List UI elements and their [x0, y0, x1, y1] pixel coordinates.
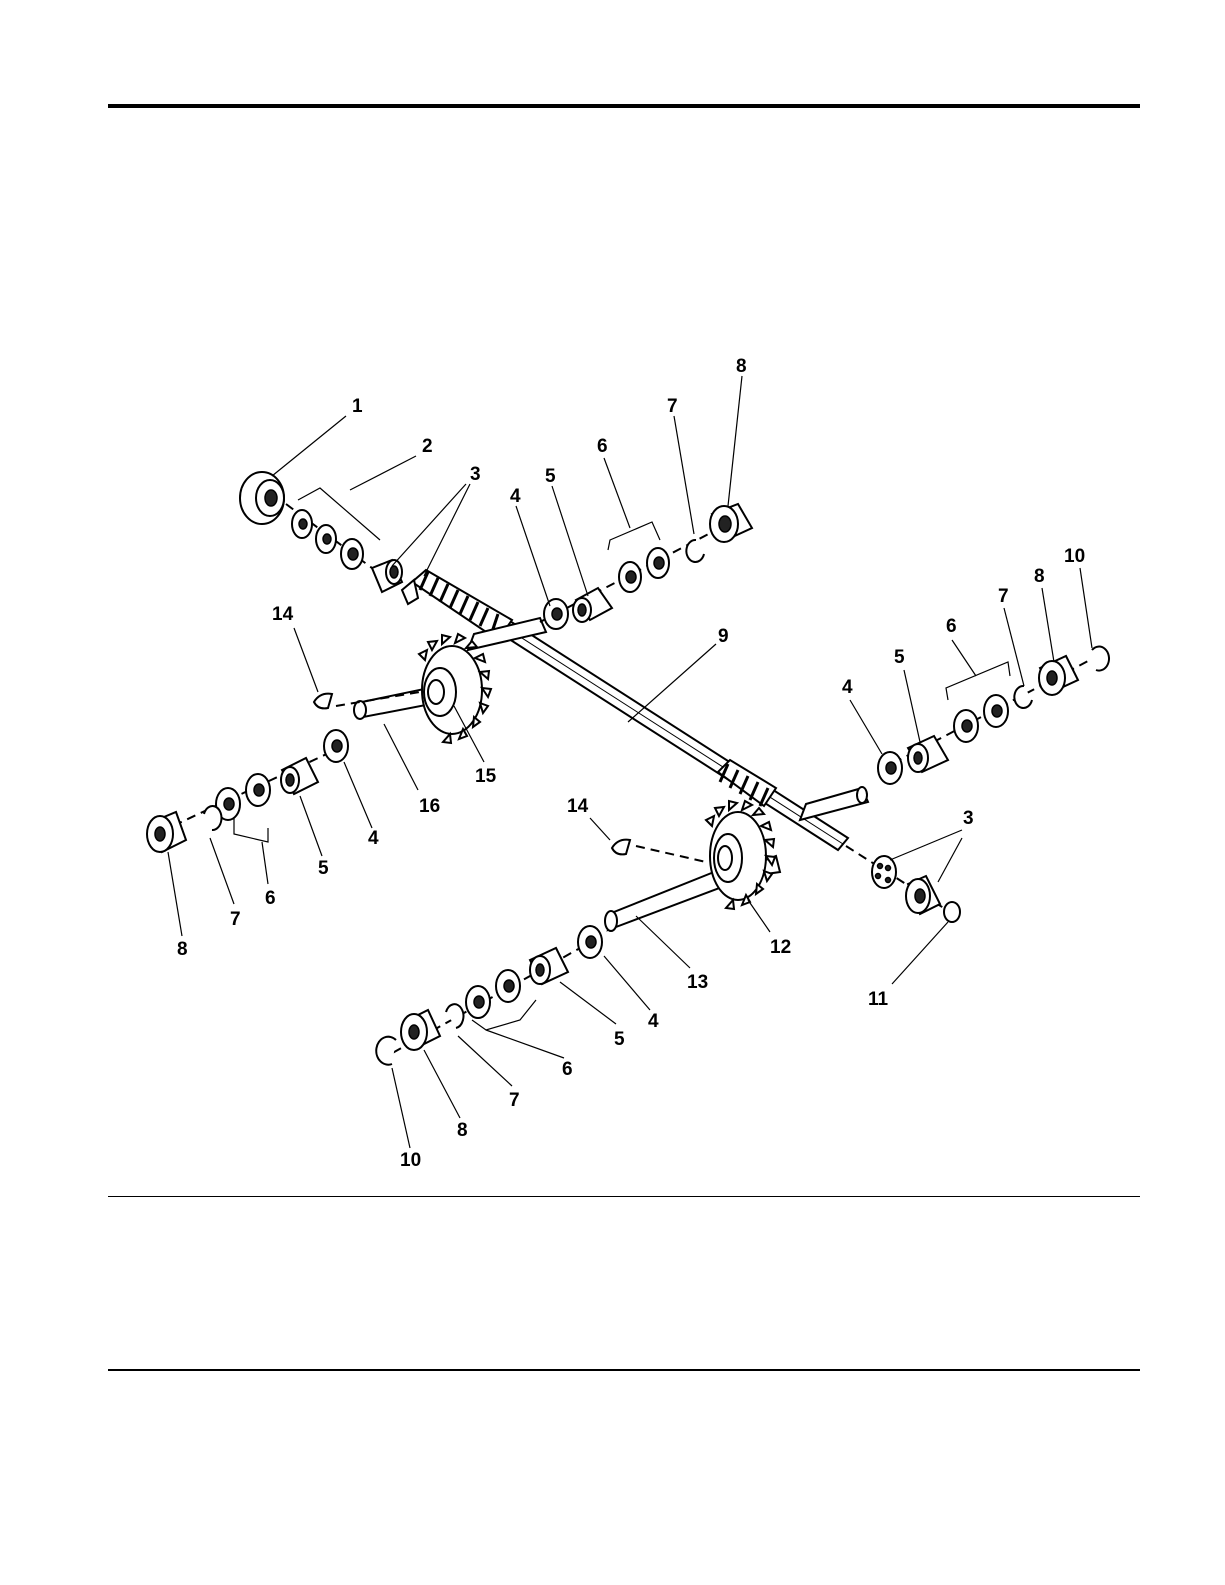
washer-4-left: [324, 730, 348, 762]
callout-12: 12: [770, 937, 791, 958]
bushing-5-upper: [573, 588, 612, 622]
washer-set-6-bottom: [466, 970, 520, 1018]
callout-1: 1: [352, 396, 363, 417]
woodruff-key-14-lower: [612, 840, 630, 855]
callout-10-bottom: 10: [400, 1150, 421, 1171]
callout-4-upper: 4: [510, 486, 521, 507]
callout-8-left: 8: [177, 939, 188, 960]
callout-4-left: 4: [368, 828, 379, 849]
callout-labels: 1 2 3 4 5 6 7 8 14 9 10 8 7 6 5 4 15 16 …: [177, 356, 1085, 1171]
bearing-8-left: [147, 812, 186, 852]
bearing-retainer-1: [240, 472, 284, 524]
bushing-5-right: [908, 736, 948, 772]
gear-15: [419, 634, 491, 743]
washer-set-6-left: [216, 774, 270, 820]
bushing-5-left: [281, 758, 318, 794]
callout-8-right: 8: [1034, 566, 1045, 587]
callout-15: 15: [475, 766, 497, 787]
washer-4-right: [878, 752, 902, 784]
callout-16: 16: [419, 796, 440, 817]
callout-6-bottom: 6: [562, 1059, 573, 1080]
callout-3-lower: 3: [963, 808, 974, 829]
callout-7-right: 7: [998, 586, 1009, 607]
callout-7-bottom: 7: [509, 1090, 520, 1111]
washer-11: [944, 902, 960, 922]
callout-14-lower: 14: [567, 796, 589, 817]
callout-4-right: 4: [842, 677, 853, 698]
washer-4-upper: [544, 599, 568, 629]
retaining-ring-10-right: [1092, 647, 1109, 671]
callout-8-upper: 8: [736, 356, 747, 377]
gear-12: [706, 801, 775, 909]
callout-6-upper: 6: [597, 436, 608, 457]
callout-5-upper: 5: [545, 466, 556, 487]
washer-set-6-upper: [619, 548, 669, 592]
bearing-8-upper: [710, 504, 752, 542]
washer-4-bottom: [578, 926, 602, 958]
snap-ring-7-right: [1014, 686, 1032, 708]
callout-4-bottom: 4: [648, 1011, 659, 1032]
callout-10-right: 10: [1064, 546, 1085, 567]
bearing-cage-3-lower: [872, 856, 896, 888]
callout-7-left: 7: [230, 909, 241, 930]
callout-13: 13: [687, 972, 708, 993]
callout-2: 2: [422, 436, 433, 457]
bearing-3-upper: [372, 560, 402, 592]
callout-5-right: 5: [894, 647, 905, 668]
bearing-8-bottom: [401, 1010, 440, 1050]
callout-6-right: 6: [946, 616, 957, 637]
callout-6-left: 6: [265, 888, 276, 909]
washer-set-2: [292, 510, 363, 569]
bearing-8-right: [1039, 656, 1078, 695]
snap-ring-7-upper: [686, 540, 704, 562]
callout-9: 9: [718, 626, 729, 647]
washer-set-6-right: [954, 695, 1008, 742]
callout-5-bottom: 5: [614, 1029, 625, 1050]
callout-5-left: 5: [318, 858, 329, 879]
bearing-cup-3-lower: [906, 876, 940, 914]
retaining-ring-10-bottom: [376, 1037, 396, 1065]
callout-3-upper: 3: [470, 464, 481, 485]
key-path-lower: [636, 846, 706, 862]
callout-7-upper: 7: [667, 396, 678, 417]
bushing-5-bottom: [530, 948, 568, 984]
callout-11: 11: [868, 989, 889, 1010]
callout-14-upper: 14: [272, 604, 294, 625]
snap-ring-7-bottom: [446, 1004, 463, 1028]
callout-8-bottom: 8: [457, 1120, 468, 1141]
woodruff-key-14-upper: [314, 694, 332, 709]
snap-ring-7-left: [204, 806, 221, 830]
